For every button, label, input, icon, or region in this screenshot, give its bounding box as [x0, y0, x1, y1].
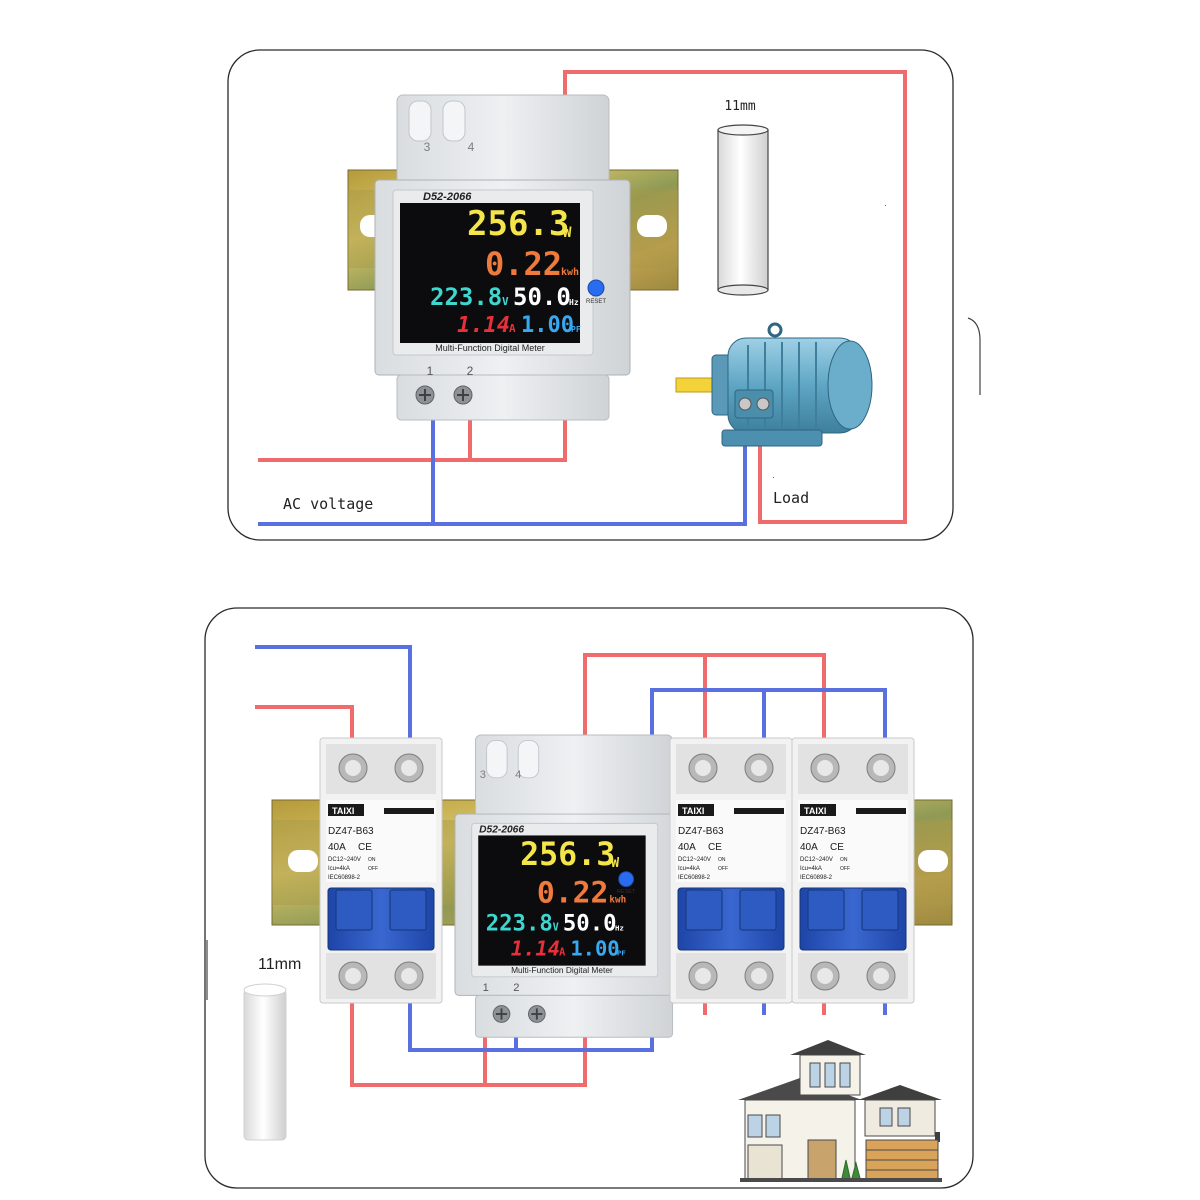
live-wire: [258, 70, 907, 524]
breaker-voltage-2: DC12~240V: [678, 857, 711, 863]
breaker-on-3: ON: [840, 857, 848, 863]
diagram2-frame: [204, 607, 974, 1189]
terminal-4: 4: [468, 140, 475, 154]
branch-breaker-1: TAIXI DZ47-B63 40A CE DC12~240V Icu=4kA …: [669, 737, 793, 1004]
reset-button[interactable]: [587, 279, 605, 297]
diagram1-frame: [227, 49, 954, 541]
load-label: Load: [773, 489, 809, 507]
frequency-reading-2: 50.0: [563, 910, 617, 936]
current-unit: A: [509, 322, 516, 335]
input-neutral: [255, 645, 412, 745]
power-reading: 256.3: [467, 204, 569, 244]
breaker-ce-3: CE: [830, 842, 844, 853]
energy-unit: kwh: [561, 267, 579, 278]
diagram-single-load: 3 4 D52-2066 256.3 W 0.22 kwh 223.8 V 50…: [227, 49, 981, 541]
breaker-off: OFF: [368, 866, 378, 872]
neutral-wire: [258, 410, 747, 526]
terminal-3-2: 3: [480, 769, 486, 781]
breaker-brand-2: TAIXI: [682, 806, 704, 816]
motor-mark: .: [772, 470, 775, 481]
branch-breaker-2: TAIXI DZ47-B63 40A CE DC12~240V Icu=4kA …: [791, 737, 915, 1004]
insulation-sleeve-2: [243, 983, 287, 1141]
breaker-model-3: DZ47-B63: [800, 826, 846, 837]
energy-meter: 3 4 D52-2066 256.3 W 0.22 kwh 223.8 V 50…: [374, 94, 631, 421]
energy-reading-2: 0.22: [537, 875, 609, 910]
breaker-icu: Icu=4kA: [328, 866, 350, 872]
terminal-2-2: 2: [513, 982, 519, 994]
pf-reading-2: 1.00: [570, 936, 619, 960]
energy-unit-2: kwh: [609, 894, 626, 905]
breaker-rating: 40A: [328, 842, 346, 853]
breaker-rating-3: 40A: [800, 842, 818, 853]
energy-reading: 0.22: [485, 245, 562, 283]
meter-model: D52-2066: [423, 191, 472, 203]
voltage-reading-2: 223.8: [486, 910, 553, 936]
breaker-standard-3: IEC60898-2: [800, 875, 833, 881]
terminal-1-2: 1: [483, 982, 489, 994]
breaker-toggle-2[interactable]: [686, 890, 776, 930]
power-unit: W: [563, 225, 572, 241]
reset-label-2: RESET: [617, 889, 636, 895]
breaker-standard-2: IEC60898-2: [678, 875, 711, 881]
voltage-unit: V: [502, 295, 509, 308]
current-reading: 1.14: [457, 313, 510, 338]
current-unit-2: A: [559, 947, 565, 958]
breaker-model: DZ47-B63: [328, 826, 374, 837]
main-breaker: TAIXI DZ47-B63 40A CE DC12~240V Icu=4kA …: [319, 737, 443, 1004]
terminal-3: 3: [424, 140, 431, 154]
breaker-voltage-3: DC12~240V: [800, 857, 833, 863]
current-reading-2: 1.14: [511, 936, 560, 960]
terminal-1: 1: [427, 364, 434, 378]
pf-reading: 1.00: [521, 313, 574, 338]
breaker-off-3: OFF: [840, 866, 850, 872]
breaker-ce: CE: [358, 842, 372, 853]
breaker-off-2: OFF: [718, 866, 728, 872]
sleeve-size-label: 11mm: [724, 99, 755, 114]
breaker-rating-2: 40A: [678, 842, 696, 853]
power-unit-2: W: [611, 856, 619, 871]
breaker-brand-3: TAIXI: [804, 806, 826, 816]
pf-unit-2: PF: [617, 948, 626, 957]
terminal-4-2: 4: [515, 769, 521, 781]
sleeve-size-label-2: 11mm: [258, 956, 301, 973]
breaker-on: ON: [368, 857, 376, 863]
breaker-model-2: DZ47-B63: [678, 826, 724, 837]
frequency-reading: 50.0: [513, 283, 571, 311]
breaker-icu-3: Icu=4kA: [800, 866, 822, 872]
voltage-unit-2: V: [553, 922, 559, 933]
pf-unit: PF: [571, 325, 581, 334]
diagram-breakers: TAIXI DZ47-B63 40A CE DC12~240V Icu=4kA …: [204, 607, 974, 1189]
meter-model-2: D52-2066: [479, 825, 524, 836]
reset-label: RESET: [586, 299, 606, 305]
reset-button-2[interactable]: [618, 871, 635, 888]
house-icon: [738, 1040, 942, 1182]
breaker-voltage: DC12~240V: [328, 857, 361, 863]
small-mark: .: [884, 198, 887, 209]
motor-load: [675, 322, 873, 447]
side-bracket: [967, 317, 981, 395]
breaker-standard: IEC60898-2: [328, 875, 361, 881]
meter-caption-2: Multi-Function Digital Meter: [511, 965, 613, 975]
breaker-icu-2: Icu=4kA: [678, 866, 700, 872]
frequency-unit-2: Hz: [615, 923, 624, 932]
frequency-unit: Hz: [569, 298, 579, 307]
breaker-toggle-3[interactable]: [808, 890, 898, 930]
power-reading-2: 256.3: [520, 837, 615, 873]
breaker-toggle[interactable]: [336, 890, 426, 930]
voltage-reading: 223.8: [430, 283, 502, 311]
insulation-sleeve: [717, 124, 769, 296]
terminal-2: 2: [467, 364, 474, 378]
breaker-on-2: ON: [718, 857, 726, 863]
breaker-ce-2: CE: [708, 842, 722, 853]
input-live: [255, 705, 354, 745]
ac-voltage-label: AC voltage: [283, 495, 373, 513]
energy-meter-2: 3 4 D52-2066 256.3 W 0.22 kwh 223.8 V 50…: [454, 734, 694, 1039]
meter-caption: Multi-Function Digital Meter: [435, 343, 545, 353]
breaker-brand: TAIXI: [332, 806, 354, 816]
